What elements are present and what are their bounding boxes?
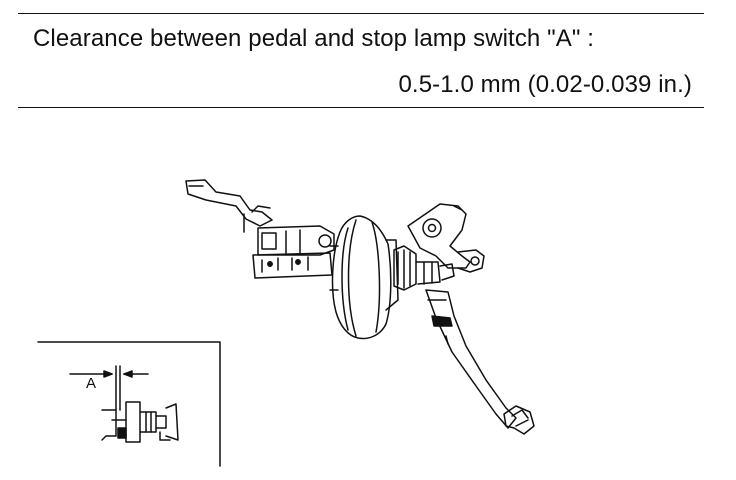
master-cylinder (252, 225, 335, 279)
brake-booster (329, 215, 399, 340)
reservoir-bracket (185, 179, 273, 233)
pedal-pad (503, 405, 535, 435)
detail-inset: A (37, 341, 221, 467)
pedal-arm (425, 289, 517, 429)
spec-label: Clearance between pedal and stop lamp sw… (33, 25, 595, 52)
pushrod-switch-assembly (393, 245, 455, 291)
bottom-rule (18, 107, 704, 108)
pedal-bracket (407, 203, 485, 273)
detail-label-a: A (86, 375, 96, 392)
spec-value: 0.5-1.0 mm (0.02-0.039 in.) (398, 71, 692, 98)
top-rule (18, 13, 704, 14)
